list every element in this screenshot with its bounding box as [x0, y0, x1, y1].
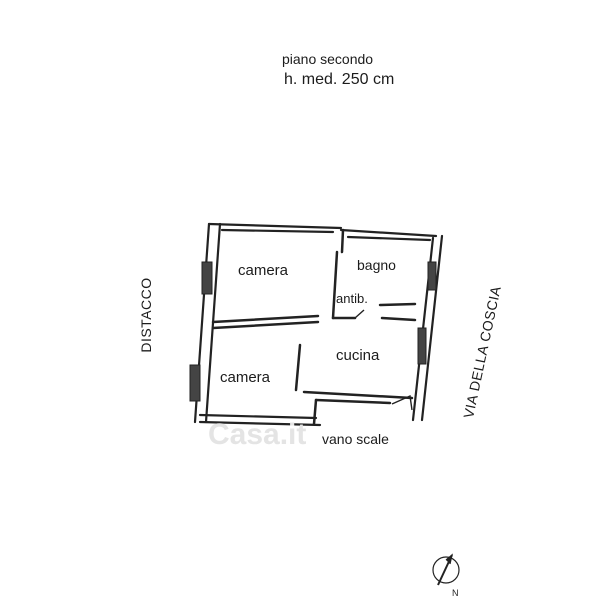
camera-divider-inner	[211, 320, 320, 330]
room-label-camera-top: camera	[238, 262, 289, 279]
room-label-antib: antib.	[336, 291, 368, 306]
bottom-wall	[198, 420, 322, 427]
camera-divider	[211, 314, 320, 324]
floor-title: piano secondo	[282, 51, 374, 67]
bagno-left-wall	[340, 228, 345, 254]
door-cucina	[391, 394, 413, 411]
room-label-vano-scale: vano scale	[322, 431, 389, 447]
vano-scale-left	[312, 398, 318, 426]
compass-arrow	[445, 553, 453, 565]
bagno-bottom	[380, 316, 417, 322]
compass-north-label: N	[452, 588, 459, 598]
bottom-wall-2	[198, 413, 318, 420]
right-wall-outer	[420, 234, 444, 422]
side-label-distacco: DISTACCO	[138, 277, 154, 353]
top-wall	[207, 222, 343, 230]
door-details	[354, 309, 413, 411]
compass-rose	[432, 553, 460, 586]
window-left-bottom	[189, 364, 201, 402]
bagno-top-wall	[339, 228, 438, 238]
outer-walls	[193, 222, 444, 427]
interior-walls	[211, 228, 417, 426]
compass-circle	[432, 556, 460, 584]
window-marks	[189, 261, 437, 402]
room-label-cucina: cucina	[336, 347, 380, 364]
cucina-camera-divider	[294, 343, 302, 392]
room-label-camera-bottom: camera	[220, 369, 271, 386]
floor-height: h. med. 250 cm	[284, 71, 395, 88]
window-right-bottom	[417, 327, 427, 365]
bagno-inner-wall	[378, 302, 417, 307]
vano-scale-top	[314, 398, 392, 405]
window-right-top	[427, 261, 437, 291]
door-antib	[354, 309, 365, 319]
antib-left-wall	[331, 250, 339, 320]
room-label-bagno: bagno	[357, 257, 396, 273]
watermark-text: Casa.it	[208, 418, 307, 451]
top-wall-inner	[220, 228, 335, 234]
cucina-bottom	[302, 390, 414, 400]
window-left-top	[201, 261, 213, 295]
bagno-top-wall-inner	[346, 235, 432, 242]
